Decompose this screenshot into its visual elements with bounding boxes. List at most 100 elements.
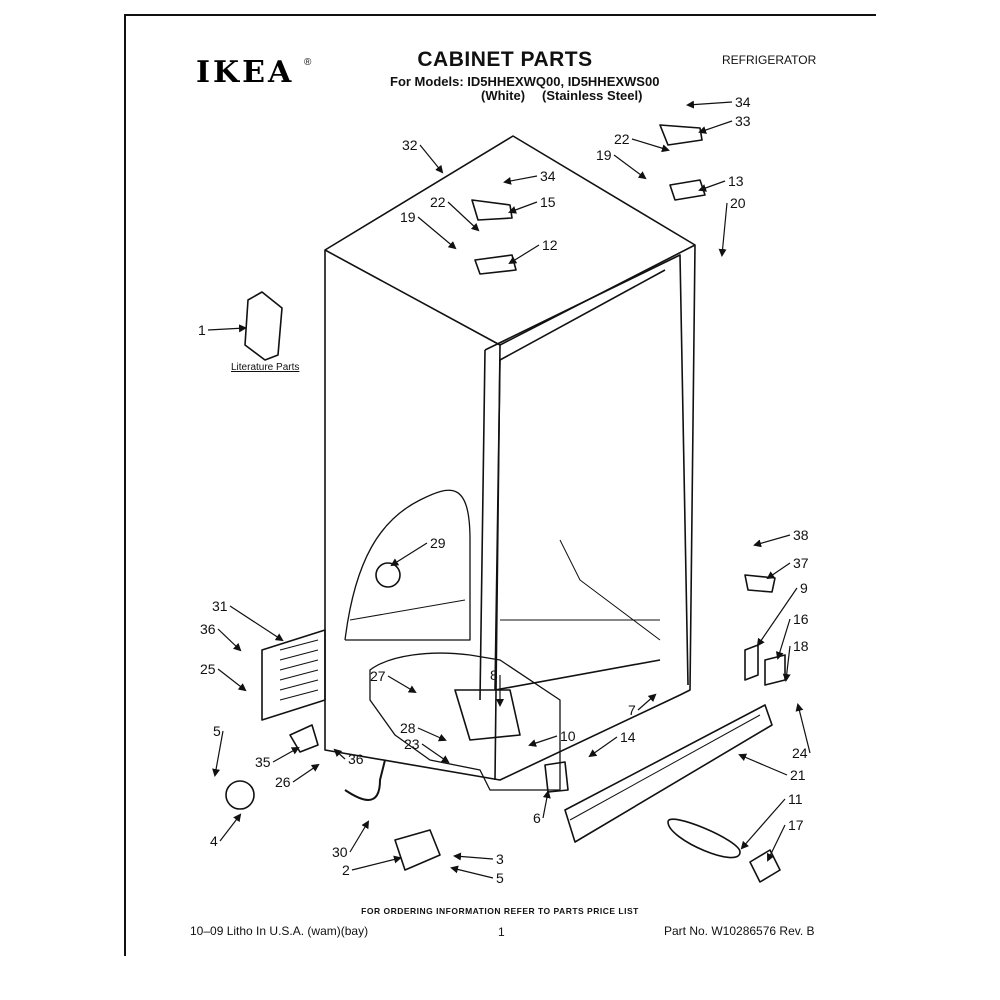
rear-vent-panel: [261, 629, 326, 721]
callout-leader-c12: [508, 244, 540, 265]
callout-leader-c13: [698, 180, 726, 192]
category-label: REFRIGERATOR: [722, 53, 817, 67]
callout-leader-c15: [508, 201, 538, 214]
callout-leader-c35: [272, 747, 300, 763]
callout-leader-c21: [738, 753, 788, 776]
page-border: [124, 14, 876, 956]
callout-label-c37: 37: [793, 555, 809, 571]
callout-leader-c31: [229, 605, 284, 642]
callout-leader-c28: [417, 727, 447, 742]
ordering-note: FOR ORDERING INFORMATION REFER TO PARTS …: [361, 906, 639, 916]
callout-leader-c29: [390, 542, 428, 567]
callout-label-c32: 32: [402, 137, 418, 153]
callout-label-c27: 27: [370, 668, 386, 684]
callout-label-c12: 12: [542, 237, 558, 253]
callout-label-c8: 8: [490, 667, 498, 683]
page-title: CABINET PARTS: [417, 48, 593, 71]
variant-stainless: (Stainless Steel): [542, 88, 643, 103]
callout-leader-c22b: [447, 201, 480, 232]
callout-leader-c38: [753, 534, 791, 548]
callout-leader-c37: [766, 562, 791, 580]
callout-label-c5a: 5: [213, 723, 221, 739]
cutaway-left: [344, 489, 471, 641]
callout-label-c35: 35: [255, 754, 271, 770]
callout-leader-c19a: [613, 154, 647, 180]
callout-leader-c30: [349, 820, 370, 853]
callout-leader-c19b: [417, 216, 457, 250]
toe-grille: [564, 704, 773, 843]
callout-label-c5b: 5: [496, 870, 504, 886]
callout-leader-c1: [207, 324, 247, 333]
callout-label-c16: 16: [793, 611, 809, 627]
callout-leader-c5b: [450, 865, 494, 879]
callout-label-c26: 26: [275, 774, 291, 790]
callout-label-c7: 7: [628, 702, 636, 718]
callout-label-c22b: 22: [430, 194, 446, 210]
callout-leader-c17: [767, 824, 786, 862]
callout-leader-c16: [775, 618, 791, 660]
callout-label-c24: 24: [792, 745, 808, 761]
callout-label-c9: 9: [800, 580, 808, 596]
water-filter: [667, 818, 741, 859]
callout-leader-c34a: [686, 100, 733, 109]
callout-label-c11: 11: [788, 791, 803, 807]
callout-label-c19a: 19: [596, 147, 612, 163]
callout-label-c21: 21: [790, 767, 806, 783]
callout-label-c36a: 36: [200, 621, 216, 637]
callout-leader-c10: [528, 735, 558, 747]
literature-parts-label: Literature Parts: [231, 362, 300, 373]
callout-label-c15: 15: [540, 194, 556, 210]
callout-label-c14: 14: [620, 729, 636, 745]
callout-leader-c2: [351, 855, 402, 871]
variant-white: (White): [481, 88, 526, 103]
litho-info: 10–09 Litho In U.S.A. (wam)(bay): [190, 924, 369, 938]
callout-label-c22a: 22: [614, 131, 630, 147]
models-line: For Models: ID5HHEXWQ00, ID5HHEXWS00: [390, 74, 660, 89]
callout-leader-c14: [588, 736, 618, 758]
callout-leader-c33: [698, 120, 733, 134]
cutaway-lower: [369, 652, 561, 791]
callout-label-c17: 17: [788, 817, 804, 833]
cabinet-shell: [324, 135, 696, 781]
callout-leader-c27: [387, 675, 417, 694]
callout-leader-c5a: [212, 730, 224, 777]
callout-leader-c23: [421, 743, 450, 764]
callout-label-c25: 25: [200, 661, 216, 677]
part-number: Part No. W10286576 Rev. B: [664, 924, 815, 938]
page-number: 1: [498, 925, 505, 939]
callout-label-c34b: 34: [540, 168, 556, 184]
callout-label-c36b: 36: [348, 751, 364, 767]
callout-leader-c34b: [503, 175, 538, 185]
callout-label-c20: 20: [730, 195, 746, 211]
callout-leader-c4: [219, 813, 242, 842]
callout-label-c13: 13: [728, 173, 744, 189]
callout-label-c10: 10: [560, 728, 576, 744]
callout-label-c19b: 19: [400, 209, 416, 225]
callout-label-c23: 23: [404, 736, 420, 752]
callout-leader-c36a: [217, 628, 242, 652]
callout-label-c34a: 34: [735, 94, 751, 110]
callout-label-c1: 1: [198, 322, 206, 338]
callout-label-c28: 28: [400, 720, 416, 736]
callout-label-c18: 18: [793, 638, 809, 654]
callout-leader-c11: [740, 798, 786, 850]
callout-label-c2: 2: [342, 862, 350, 878]
callout-leader-c3: [453, 852, 494, 861]
literature-booklet: [244, 291, 283, 361]
callout-label-c31: 31: [212, 598, 228, 614]
registered-mark: ®: [304, 57, 312, 68]
callout-leader-c26: [292, 763, 320, 783]
callout-leader-c7: [637, 693, 657, 711]
callout-leader-c36b: [333, 748, 346, 760]
callout-leader-c18: [782, 645, 791, 682]
callout-label-c6: 6: [533, 810, 541, 826]
callout-label-c4: 4: [210, 833, 218, 849]
callout-label-c30: 30: [332, 844, 348, 860]
callout-leader-c32: [419, 144, 444, 174]
callout-leader-c20: [718, 202, 728, 257]
callout-leader-c25: [217, 668, 247, 692]
callout-leader-c9: [756, 587, 798, 647]
callout-leader-c6: [542, 790, 551, 819]
brand-logo: IKEA: [196, 55, 295, 90]
